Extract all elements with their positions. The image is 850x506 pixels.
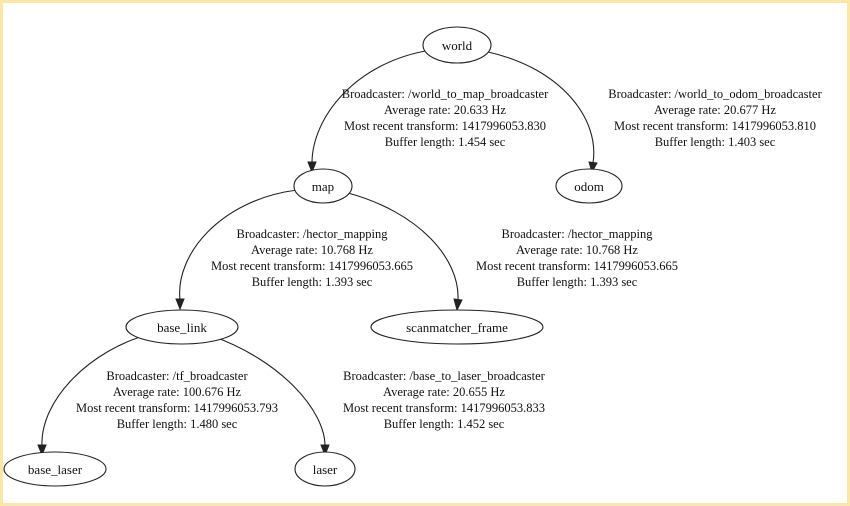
- rate-text: Average rate: 10.768 Hz: [251, 243, 373, 257]
- broadcaster-text: Broadcaster: /base_to_laser_broadcaster: [343, 369, 545, 383]
- node-base-laser-label: base_laser: [28, 462, 83, 477]
- buffer-length-text: Buffer length: 1.480 sec: [117, 417, 238, 431]
- edge-map-base-link: [175, 189, 298, 311]
- broadcaster-text: Broadcaster: /world_to_odom_broadcaster: [608, 87, 822, 101]
- recent-transform-text: Most recent transform: 1417996053.833: [343, 401, 545, 415]
- edge-base-link-base-laser: [37, 333, 151, 457]
- edge-map-scanmatcher: [347, 192, 463, 312]
- edge-label-base-link-laser: Broadcaster: /base_to_laser_broadcaster …: [343, 369, 546, 431]
- buffer-length-text: Buffer length: 1.393 sec: [517, 275, 638, 289]
- recent-transform-text: Most recent transform: 1417996053.810: [614, 119, 816, 133]
- node-base-link-label: base_link: [157, 320, 207, 335]
- recent-transform-text: Most recent transform: 1417996053.665: [211, 259, 413, 273]
- broadcaster-text: Broadcaster: /tf_broadcaster: [106, 369, 248, 383]
- node-world-label: world: [442, 38, 473, 53]
- node-base-link[interactable]: base_link: [125, 309, 239, 345]
- recent-transform-text: Most recent transform: 1417996053.830: [344, 119, 546, 133]
- broadcaster-text: Broadcaster: /hector_mapping: [237, 227, 389, 241]
- broadcaster-text: Broadcaster: /hector_mapping: [502, 227, 654, 241]
- broadcaster-text: Broadcaster: /world_to_map_broadcaster: [342, 87, 549, 101]
- edge-label-world-odom: Broadcaster: /world_to_odom_broadcaster …: [608, 87, 822, 149]
- edge-label-map-scanmatcher: Broadcaster: /hector_mapping Average rat…: [476, 227, 678, 289]
- rate-text: Average rate: 20.633 Hz: [384, 103, 506, 117]
- edge-world-map: [307, 49, 432, 174]
- edge-label-map-base-link: Broadcaster: /hector_mapping Average rat…: [211, 227, 413, 289]
- edge-label-base-link-base-laser: Broadcaster: /tf_broadcaster Average rat…: [76, 369, 278, 431]
- edge-base-link-laser: [211, 335, 330, 457]
- recent-transform-text: Most recent transform: 1417996053.793: [76, 401, 278, 415]
- buffer-length-text: Buffer length: 1.403 sec: [655, 135, 776, 149]
- node-map-label: map: [312, 179, 334, 194]
- node-world[interactable]: world: [422, 26, 492, 64]
- node-odom-label: odom: [574, 179, 604, 194]
- node-scanmatcher-frame-label: scanmatcher_frame: [406, 320, 508, 335]
- node-base-laser[interactable]: base_laser: [3, 451, 107, 487]
- buffer-length-text: Buffer length: 1.454 sec: [385, 135, 506, 149]
- rate-text: Average rate: 100.676 Hz: [113, 385, 242, 399]
- node-laser[interactable]: laser: [294, 451, 356, 487]
- buffer-length-text: Buffer length: 1.452 sec: [384, 417, 505, 431]
- edge-label-world-map: Broadcaster: /world_to_map_broadcaster A…: [342, 87, 549, 149]
- recent-transform-text: Most recent transform: 1417996053.665: [476, 259, 678, 273]
- rate-text: Average rate: 10.768 Hz: [516, 243, 638, 257]
- rate-text: Average rate: 20.677 Hz: [654, 103, 776, 117]
- buffer-length-text: Buffer length: 1.393 sec: [252, 275, 373, 289]
- edge-world-odom: [487, 51, 598, 174]
- node-map[interactable]: map: [293, 168, 353, 204]
- node-laser-label: laser: [313, 462, 338, 477]
- node-scanmatcher-frame[interactable]: scanmatcher_frame: [370, 309, 544, 345]
- node-odom[interactable]: odom: [555, 168, 623, 204]
- rate-text: Average rate: 20.655 Hz: [383, 385, 505, 399]
